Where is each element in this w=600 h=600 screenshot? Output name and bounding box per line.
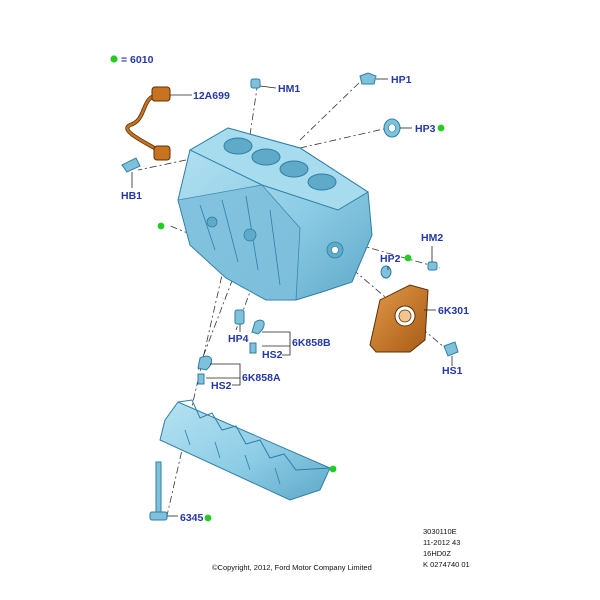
reference-block: 3030110E 11-2012 43 16HD0Z K 0274740 01: [423, 527, 470, 569]
label-hs1: HS1: [442, 365, 463, 377]
rear-oil-seal: [369, 284, 429, 353]
label-hp3: HP3: [415, 123, 436, 135]
label-6k858a: 6K858A: [242, 372, 281, 384]
fasteners: [121, 72, 459, 521]
green-markers: [157, 124, 445, 522]
reference-line-1: 3030110E: [423, 527, 457, 536]
legend-text: = 6010: [121, 54, 154, 66]
sensor-harness: [125, 86, 171, 161]
label-hs2-upper: HS2: [262, 349, 283, 361]
label-hm2: HM2: [421, 232, 443, 244]
leader-lines: [131, 78, 453, 517]
main-bearing-beam: [159, 399, 331, 501]
label-hp1: HP1: [391, 74, 412, 86]
label-hp4: HP4: [228, 333, 249, 345]
cylinder-block: [177, 127, 373, 301]
label-6345: 6345: [180, 512, 204, 524]
green-marker-icon: [110, 55, 118, 63]
copyright-text: ©Copyright, 2012, Ford Motor Company Lim…: [212, 563, 372, 572]
reference-line-3: 16HD0Z: [423, 549, 451, 558]
reference-line-2: 11-2012 43: [423, 538, 460, 547]
label-hs2-lower: HS2: [211, 380, 232, 392]
label-6k301: 6K301: [438, 305, 469, 317]
label-hp2: HP2: [380, 253, 401, 265]
label-hb1: HB1: [121, 190, 142, 202]
label-12A699: 12A699: [193, 90, 230, 102]
reference-line-4: K 0274740 01: [423, 560, 470, 569]
label-6k858b: 6K858B: [292, 337, 331, 349]
label-hm1: HM1: [278, 83, 300, 95]
